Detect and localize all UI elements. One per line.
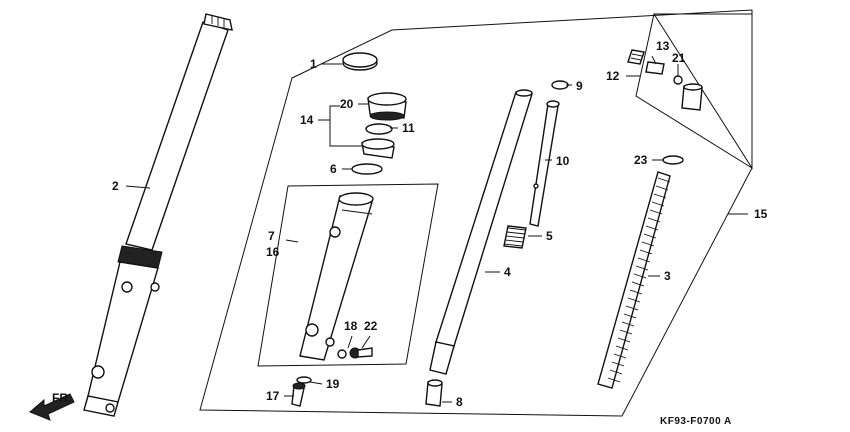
air-valve-box (653, 13, 753, 170)
part-21-oring (673, 75, 683, 85)
part-18-22-bolt (337, 347, 373, 359)
bottom-case-box (257, 183, 439, 367)
callout-17: 17 (266, 389, 280, 403)
callout-9: 9 (576, 79, 583, 93)
callout-23: 23 (634, 153, 648, 167)
front-direction-arrow: FR. (29, 391, 75, 421)
drawing-code: KF93-F0700 A (660, 416, 732, 427)
callout-4: 4 (504, 265, 511, 279)
callout-22: 22 (364, 319, 378, 333)
callout-19: 19 (326, 377, 340, 391)
callout-16: 16 (266, 245, 280, 259)
part-4-fork-tube (429, 89, 533, 375)
part-9-ring (551, 80, 569, 90)
callout-15: 15 (754, 207, 768, 221)
part-12-valve-cap (681, 83, 703, 111)
air-valve-box-edge (635, 13, 753, 169)
callout-10: 10 (556, 154, 570, 168)
assembly-boundary (199, 9, 753, 417)
direction-label: FR. (52, 391, 71, 405)
callout-8: 8 (456, 395, 463, 409)
leader-lines (125, 55, 748, 403)
part-13-valve (627, 49, 665, 75)
callout-7: 7 (268, 229, 275, 243)
callout-13: 13 (656, 39, 670, 53)
part-3-fork-spring (597, 171, 671, 389)
callout-3: 3 (664, 269, 671, 283)
part-14-bushing (361, 138, 395, 159)
part-8-bushing (425, 379, 443, 407)
part-23-seat (662, 155, 684, 165)
callout-11: 11 (402, 121, 415, 135)
callout-6: 6 (330, 162, 337, 176)
callout-20: 20 (340, 97, 354, 111)
assembled-fork-leg (83, 13, 233, 417)
part-10-damper-rod (529, 100, 560, 227)
callout-2: 2 (112, 179, 119, 193)
part-5-spring (503, 225, 527, 249)
part-6-washer (351, 163, 383, 175)
callout-5: 5 (546, 229, 553, 243)
callout-18: 18 (344, 319, 358, 333)
part-11-ring (365, 123, 393, 135)
part-1-ring (342, 52, 378, 71)
callout-21: 21 (672, 51, 686, 65)
callout-12: 12 (606, 69, 620, 83)
callout-1: 1 (310, 57, 317, 71)
part-20-housing (367, 92, 407, 121)
callout-labels: 1 2 3 4 5 6 7 8 9 10 11 12 13 14 15 16 1… (112, 39, 768, 409)
part-17-19-bolt (291, 376, 312, 407)
part-7-bottom-case (299, 192, 374, 361)
callout-14: 14 (300, 113, 314, 127)
